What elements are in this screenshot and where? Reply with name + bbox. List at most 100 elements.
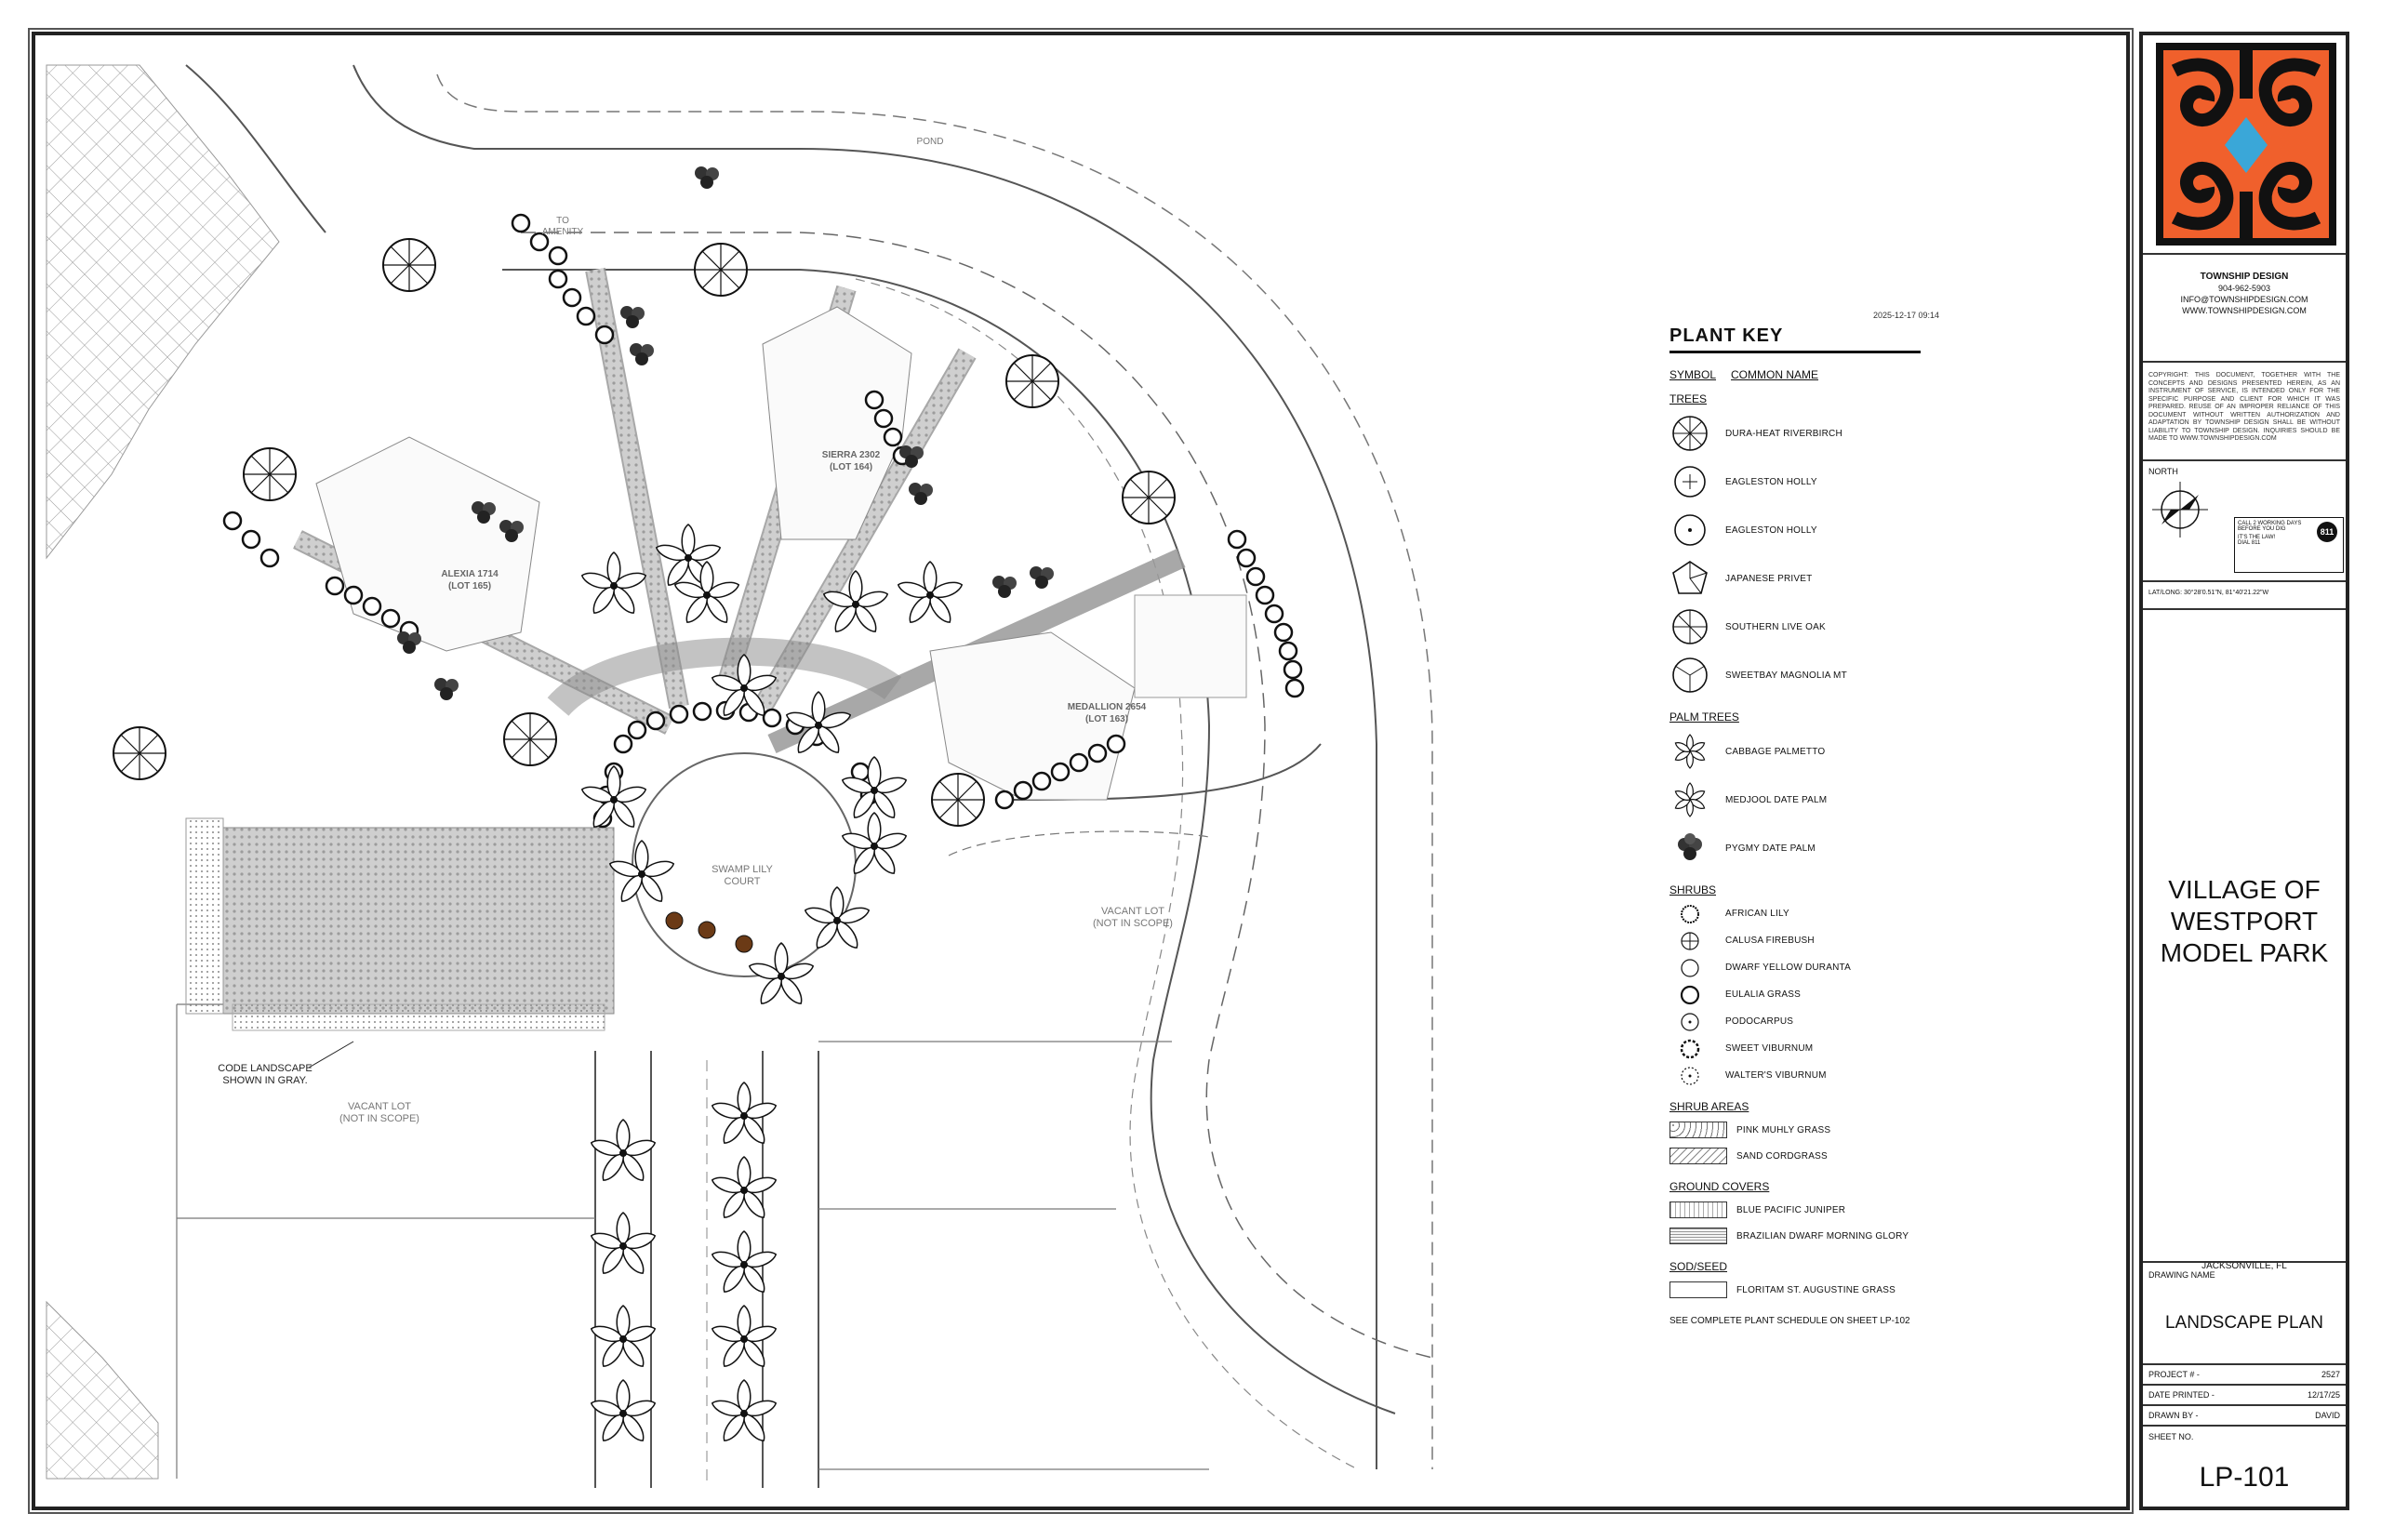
legend-row-podocarpus: PODOCARPUS (1669, 1008, 1949, 1035)
lot-alexia-label: ALEXIA 1714 (441, 569, 499, 579)
firm-email[interactable]: INFO@TOWNSHIPDESIGN.COM (2180, 295, 2308, 304)
cabbage-palmetto-symbol-icon (1674, 734, 1706, 769)
legend-row-calusa-firebush: CALUSA FIREBUSH (1669, 927, 1949, 954)
call-811-logo: 811 (2317, 522, 2337, 542)
sweetbay-magnolia-mt-symbol-icon (1672, 657, 1708, 693)
legend-label: EAGLESTON HOLLY (1725, 476, 1817, 487)
legend-label: SAND CORDGRASS (1736, 1150, 1828, 1162)
blue-pacific-juniper-swatch-icon (1669, 1201, 1727, 1218)
eagleston-holly-symbol-icon (1674, 514, 1706, 546)
legend-row-floritam-st-augustine-grass: FLORITAM ST. AUGUSTINE GRASS (1669, 1277, 1949, 1303)
project-location: JACKSONVILLE, FL (2201, 1261, 2287, 1271)
hatched-area-southwest (46, 1300, 159, 1480)
plan-shrub-symbol (692, 701, 712, 722)
eagleston-holly-symbol-icon (1674, 466, 1706, 498)
plan-palm-symbol (588, 1212, 658, 1278)
legend-row-sweet-viburnum: SWEET VIBURNUM (1669, 1035, 1949, 1062)
legend-row-walter-s-viburnum: WALTER'S VIBURNUM (1669, 1062, 1949, 1089)
plan-shrub-symbol (325, 576, 345, 596)
court-label-2: COURT (725, 876, 761, 887)
project-title: VILLAGE OF WESTPORT MODEL PARK (2143, 874, 2346, 969)
shrubs-heading: SHRUBS (1669, 883, 1717, 896)
plan-shrub-symbol (1278, 641, 1298, 661)
southern-live-oak-symbol-icon (1672, 609, 1708, 644)
plan-shrub-symbol (613, 734, 633, 754)
trees-heading: TREES (1669, 392, 1708, 405)
plan-shrub-symbol (669, 704, 689, 724)
svg-text:AMENITY: AMENITY (542, 227, 584, 237)
plan-tree-symbol (382, 238, 436, 292)
amenity-label: TO (556, 216, 569, 226)
legend-label: SWEET VIBURNUM (1725, 1043, 1814, 1054)
plant-schedule-note: SEE COMPLETE PLANT SCHEDULE ON SHEET LP-… (1669, 1316, 1910, 1326)
legend-label: PYGMY DATE PALM (1725, 843, 1816, 854)
plan-tree-symbol (243, 447, 297, 501)
lot-sierra-label: SIERRA 2302 (822, 450, 881, 460)
plan-shrub-symbol (548, 246, 568, 266)
plan-palm-symbol (709, 1305, 779, 1371)
plan-shrub-symbol (362, 596, 382, 617)
plan-shrub-symbol (1031, 771, 1052, 791)
plan-pygmy-symbol (630, 343, 654, 365)
legend-label: AFRICAN LILY (1725, 909, 1789, 919)
plan-shrub-symbol (1069, 752, 1089, 773)
lot-alexia-number: (LOT 165) (448, 581, 491, 591)
brazilian-dwarf-morning-glory-swatch-icon (1669, 1228, 1727, 1244)
vacant-lot-right: VACANT LOT (1101, 906, 1164, 917)
plan-tree-symbol (694, 243, 748, 297)
site-plan: POND TO AMENITY ALEXIA 1714 (LOT 165) SI… (46, 64, 1433, 1488)
legend-label: MEDJOOL DATE PALM (1725, 794, 1828, 805)
plan-shrub-symbol (1106, 734, 1126, 754)
vacant-lot-right-2: (NOT IN SCOPE) (1093, 918, 1173, 929)
court-label: SWAMP LILY (712, 864, 773, 875)
plan-shrub-symbol (762, 708, 782, 728)
parking-lot (222, 827, 615, 1015)
legend-row-eagleston-holly: EAGLESTON HOLLY (1669, 458, 1949, 506)
plan-shrub-symbol (594, 325, 615, 345)
dura-heat-riverbirch-symbol-icon (1672, 416, 1708, 451)
plan-shrub-symbol (343, 585, 364, 605)
lat-long-text: LAT/LONG: 30°28'0.51"N, 81°40'21.22"W (2148, 590, 2269, 596)
firm-website[interactable]: WWW.TOWNSHIPDESIGN.COM (2182, 306, 2307, 315)
call-811-line-3: IT'S THE LAW! (2238, 535, 2276, 540)
legend-row-sand-cordgrass: SAND CORDGRASS (1669, 1143, 1949, 1169)
title-block: TOWNSHIP DESIGN 904-962-5903 INFO@TOWNSH… (2139, 32, 2349, 1510)
plan-shrub-symbol (864, 390, 885, 410)
plan-palm-symbol (579, 765, 649, 831)
legend-label: FLORITAM ST. AUGUSTINE GRASS (1736, 1284, 1895, 1295)
plan-shrub-symbol (222, 511, 243, 531)
print-timestamp: 2025-12-17 09:14 (1872, 311, 1939, 320)
legend-row-african-lily: AFRICAN LILY (1669, 900, 1949, 927)
podocarpus-symbol-icon (1681, 1012, 1699, 1031)
plan-palm-symbol (839, 756, 910, 822)
plan-shrub-symbol (576, 306, 596, 326)
plan-shrub-symbol (511, 213, 531, 233)
project-title-line-2: WESTPORT (2170, 907, 2319, 936)
lot-sierra-number: (LOT 164) (830, 462, 872, 472)
plant-key: PLANT KEY 2025-12-17 09:14 SYMBOL COMMON… (1669, 311, 1949, 1326)
vacant-lot-left: VACANT LOT (348, 1101, 411, 1112)
drawing-name: LANDSCAPE PLAN (2164, 1313, 2323, 1333)
legend-row-sweetbay-magnolia-mt: SWEETBAY MAGNOLIA MT (1669, 651, 1949, 699)
pygmy-date-palm-symbol-icon (1678, 833, 1702, 860)
floritam-st-augustine-grass-swatch-icon (1669, 1281, 1727, 1298)
date-printed-label: DATE PRINTED - (2148, 1390, 2215, 1400)
plan-palm-symbol (709, 1156, 779, 1222)
sweet-viburnum-symbol-icon (1680, 1039, 1700, 1058)
sheet-border (32, 32, 2130, 1510)
drawn-by-label: DRAWN BY - (2148, 1411, 2199, 1420)
code-landscape-note: CODE LANDSCAPE (218, 1063, 312, 1074)
plan-shrub-symbol (380, 608, 401, 629)
ground-covers-heading: GROUND COVERS (1669, 1180, 1770, 1193)
calusa-firebush-symbol-icon (1681, 931, 1699, 950)
copyright-notice: COPYRIGHT: THIS DOCUMENT, TOGETHER WITH … (2148, 372, 2340, 442)
symbol-header: SYMBOL (1669, 368, 1717, 381)
plan-shrub-symbol (548, 269, 568, 289)
plan-tree-symbol (931, 773, 985, 827)
plan-palm-symbol (588, 1305, 658, 1371)
plan-pygmy-symbol (620, 306, 645, 328)
drawn-by: DAVID (2315, 1411, 2340, 1420)
project-number-label: PROJECT # - (2148, 1370, 2200, 1379)
plan-shrub-symbol (1245, 566, 1266, 587)
plan-shrub-symbol (1013, 780, 1033, 801)
